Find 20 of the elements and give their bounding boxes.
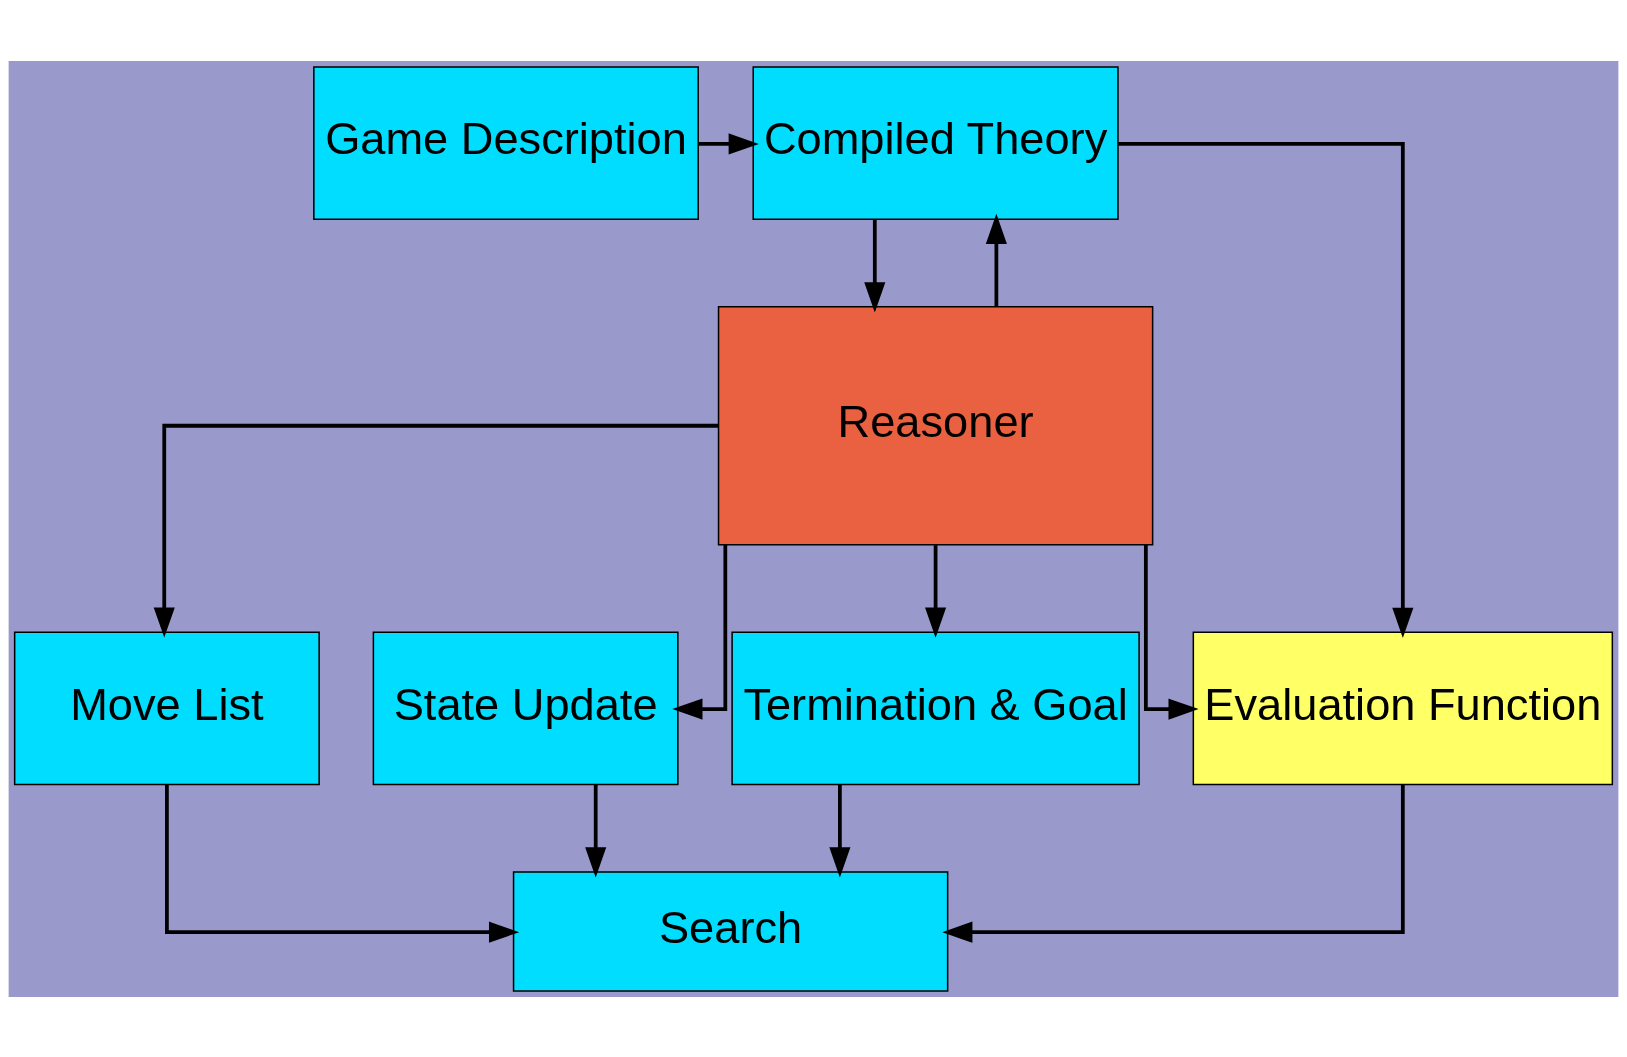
arrow (942, 784, 1405, 943)
node-box: State Update (372, 631, 679, 785)
arrow (829, 784, 851, 878)
arrow (153, 423, 719, 638)
arrow (1143, 544, 1199, 720)
arrow (698, 132, 759, 154)
arrow (165, 784, 520, 943)
arrow (1118, 141, 1414, 638)
node-box: Termination & Goal (731, 631, 1140, 785)
arrow (985, 213, 1007, 306)
node-box: Search (512, 870, 949, 992)
node-box: Move List (13, 631, 320, 785)
node-box: Evaluation Function (1192, 631, 1614, 785)
arrow (925, 544, 947, 638)
arrow (864, 219, 886, 312)
arrow (672, 544, 728, 720)
node-box: Reasoner (717, 305, 1154, 546)
node-box: Compiled Theory (752, 65, 1119, 220)
node-box: Game Description (313, 65, 699, 220)
arrow (585, 784, 607, 878)
